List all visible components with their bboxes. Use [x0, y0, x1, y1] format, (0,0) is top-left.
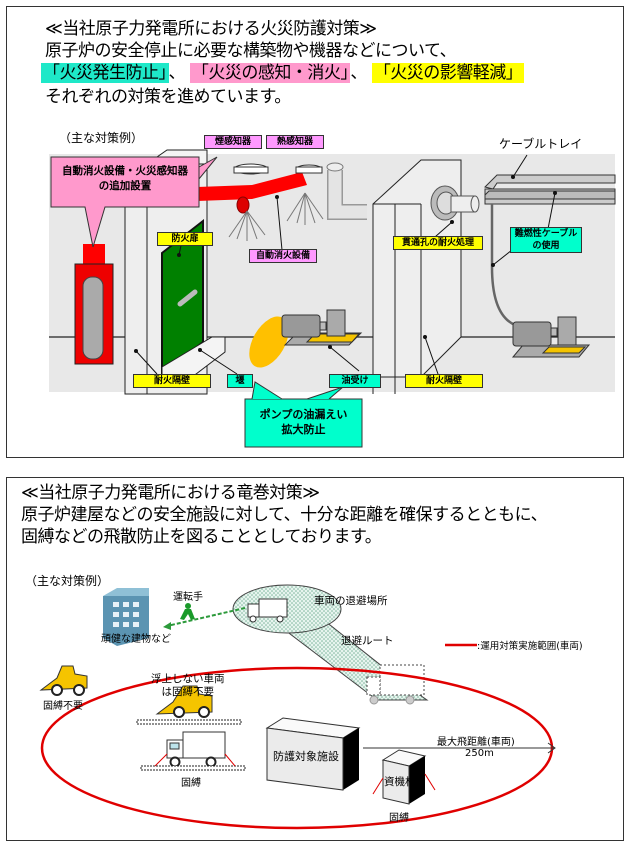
tie-truck-label: 固縛 — [181, 778, 201, 789]
tornado-examples-label: （主な対策例） — [25, 574, 110, 588]
non-floating-line2: は固縛不要 — [161, 686, 215, 698]
legend-label: :運用対策実施範囲(車両) — [477, 641, 583, 652]
tied-truck-icon — [140, 731, 246, 771]
penetration-label: 貫通孔の耐火処理 — [393, 236, 483, 250]
flame-cable-label: 難燃性ケーブル の使用 — [510, 227, 582, 253]
callout-pump-text: ポンプの油漏えい 拡大防止 — [245, 407, 362, 437]
separator: 、 — [168, 63, 186, 83]
materials-label: 資機材 — [384, 776, 416, 788]
penetration-seal-icon — [430, 185, 480, 221]
fire-wall-right-label: 耐火隔壁 — [405, 374, 483, 388]
cable-tray-icon — [484, 174, 616, 205]
smoke-detector-label: 煙感知器 — [204, 135, 262, 149]
sturdy-building-icon — [103, 588, 149, 646]
heat-detector-label: 熱感知器 — [266, 135, 324, 149]
fire-examples-label: （主な対策例） — [59, 131, 144, 145]
callout-auto-text: 自動消火設備・火災感知器 の追加設置 — [51, 164, 199, 194]
red-pipe-horizontal — [197, 172, 307, 201]
dike-label: 堰 — [227, 374, 253, 388]
materials-box — [372, 749, 436, 805]
callout-auto-line1: 自動消火設備・火災感知器 — [62, 165, 188, 177]
distance-value: 250m — [465, 748, 494, 759]
fire-title: ≪当社原子力発電所における火災防護対策≫ — [45, 19, 377, 39]
oil-spill — [249, 316, 289, 368]
no-tie-loader-label: 固縛不要 — [43, 701, 83, 712]
truck-icon — [247, 598, 288, 623]
tornado-diagram — [39, 584, 556, 830]
evac-route-label: 退避ルート — [341, 635, 394, 647]
escape-arrow — [166, 607, 246, 627]
loader-icon-inside — [136, 685, 242, 725]
cable-tray-label: ケーブルトレイ — [499, 137, 583, 151]
pump-icon-2 — [511, 316, 591, 358]
pump-icon — [249, 309, 363, 368]
fire-wall-left-label: 耐火隔壁 — [133, 374, 211, 388]
tornado-title: ≪当社原子力発電所における竜巻対策≫ — [21, 483, 320, 503]
evacuated-truck-icon — [366, 664, 425, 705]
flame-cable-line2: の使用 — [532, 241, 560, 251]
separator: 、 — [350, 63, 367, 83]
non-floating-label: 浮上しない車両 は固縛不要 — [151, 673, 225, 699]
tie-materials-label: 固縛 — [389, 813, 409, 824]
tornado-closing: 固縛などの飛散防止を図ることとしております。 — [21, 527, 382, 547]
fire-measures: 「火災発生防止」、 「火災の感知・消火」、 「火災の影響軽減」 — [41, 63, 525, 84]
protected-facility-label: 防護対象施設 — [273, 750, 339, 763]
fire-door-label: 防火扉 — [157, 232, 213, 246]
auto-extinguisher-label: 自動消火設備 — [249, 249, 317, 263]
callout-auto-line2: の追加設置 — [98, 180, 152, 192]
measure-prevention: 「火災発生防止」 — [41, 63, 169, 83]
sturdy-building-label: 頑健な建物など — [101, 634, 171, 645]
evac-place-label: 車両の退避場所 — [314, 595, 388, 607]
flame-cable-line1: 難燃性ケーブル — [514, 229, 578, 239]
measure-detection: 「火災の感知・消火」 — [189, 63, 351, 83]
oil-pan-label: 油受け — [329, 374, 381, 388]
callout-pump-line2: 拡大防止 — [281, 423, 326, 436]
sprinkler-spray-icon — [228, 192, 324, 241]
tornado-intro: 原子炉建屋などの安全施設に対して、十分な距離を確保するとともに、 — [21, 505, 548, 525]
fire-closing: それぞれの対策を進めています。 — [45, 87, 291, 107]
driver-icon — [180, 603, 195, 620]
non-floating-line1: 浮上しない車両 — [151, 673, 225, 685]
callout-auto-shape — [50, 156, 200, 248]
fire-diagram — [49, 149, 616, 448]
loader-icon-outside — [39, 665, 88, 696]
extinguisher-cabinet — [74, 244, 114, 365]
callout-pump-line1: ポンプの油漏えい — [259, 408, 348, 421]
driver-label: 運転手 — [173, 592, 203, 603]
fire-intro: 原子炉の安全停止に必要な構築物や機器などについて、 — [45, 41, 457, 61]
fire-protection-panel: ≪当社原子力発電所における火災防護対策≫ 原子炉の安全停止に必要な構築物や機器な… — [6, 6, 624, 458]
measure-mitigation: 「火災の影響軽減」 — [371, 63, 525, 83]
max-distance-label: 最大飛距離(車両) — [437, 737, 515, 748]
tornado-panel: ≪当社原子力発電所における竜巻対策≫ 原子炉建屋などの安全施設に対して、十分な距… — [6, 477, 624, 841]
protected-facility-box — [265, 717, 361, 791]
